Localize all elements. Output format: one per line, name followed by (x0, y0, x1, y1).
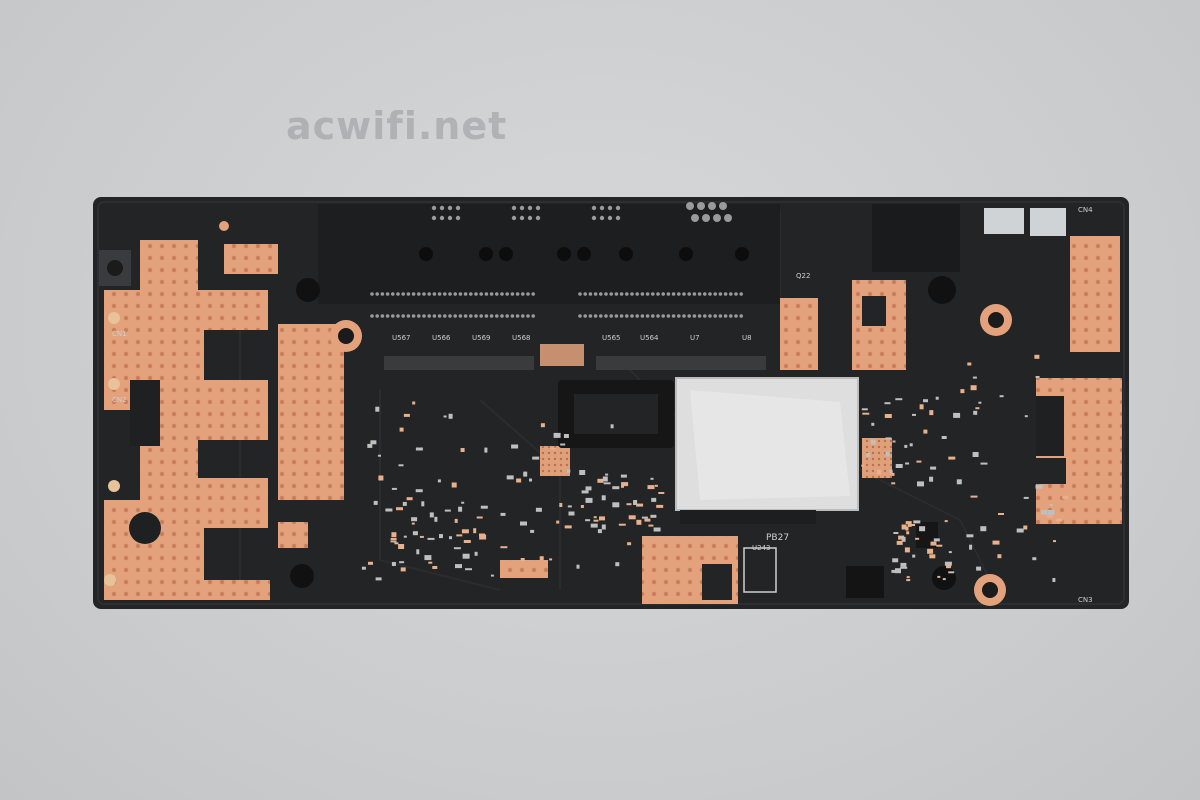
copper-pad-area-right (984, 208, 1122, 524)
label-u565: U565 (602, 334, 620, 342)
label-u7: U7 (690, 334, 700, 342)
shield-foil (675, 377, 859, 524)
label-cn1: CN1 (112, 330, 127, 338)
label-cn3: CN3 (1078, 596, 1093, 604)
label-u8: U8 (742, 334, 752, 342)
ic-package-row (384, 344, 766, 370)
copper-pad-area-left (104, 240, 344, 600)
port-holes (419, 247, 749, 261)
port-pin-rows (370, 202, 743, 318)
label-u564: U564 (640, 334, 659, 342)
copper-pad-area-center (500, 280, 906, 604)
label-cn4: CN4 (1078, 206, 1093, 214)
smd-components (361, 354, 1069, 582)
label-u567: U567 (392, 334, 410, 342)
label-u566: U566 (432, 334, 451, 342)
label-pb27: PB27 (766, 533, 789, 543)
label-cn2: CN2 (112, 396, 127, 404)
label-u568: U568 (512, 334, 530, 342)
chip-u243-outline (743, 547, 777, 593)
antenna-connectors-left (104, 312, 120, 586)
label-q22: Q22 (796, 272, 810, 280)
chip-u16 (846, 566, 884, 598)
watermark-text: acwifi.net (286, 104, 508, 148)
label-u569: U569 (472, 334, 490, 342)
